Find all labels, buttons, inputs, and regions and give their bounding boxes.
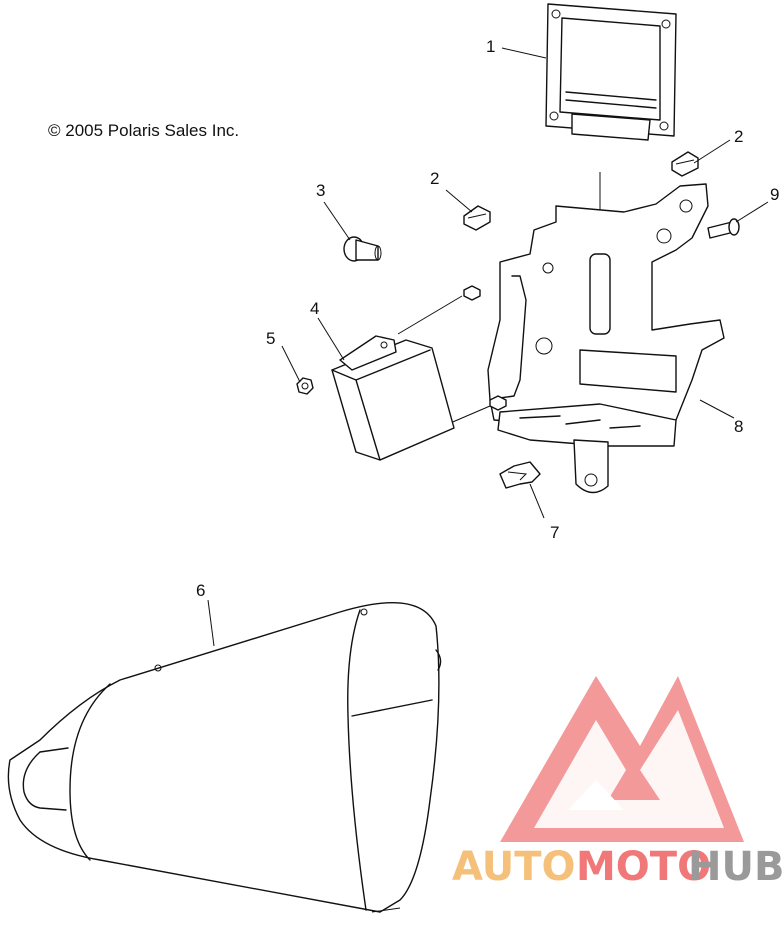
copyright-text: © 2005 Polaris Sales Inc. [48, 121, 239, 140]
callout-8: 8 [734, 417, 743, 436]
part-2-clip-middle [463, 205, 491, 231]
watermark-logo [500, 676, 744, 842]
part-3-push-rivet [343, 236, 382, 262]
watermark-hub: HUB [688, 844, 783, 890]
callout-6: 6 [196, 581, 205, 600]
callout-7: 7 [550, 523, 559, 542]
callout-5: 5 [266, 329, 275, 348]
part-6-cover [7, 602, 442, 913]
callout-9: 9 [770, 185, 779, 204]
leader-lines [207, 47, 769, 647]
part-2-clip-right [671, 151, 699, 177]
part-4-relay-box [331, 335, 455, 461]
part-7-clip [499, 461, 541, 489]
watermark-text: AUTO MOTO HUB [452, 844, 783, 890]
callout-2-middle: 2 [430, 169, 439, 188]
callout-2-right: 2 [734, 127, 743, 146]
part-5-nut [296, 377, 314, 395]
part-8-bracket [397, 183, 725, 494]
callout-3: 3 [316, 181, 325, 200]
callout-1: 1 [486, 37, 495, 56]
part-1-control-module [545, 3, 677, 255]
callout-labels: 1 2 2 3 4 5 6 7 8 9 [196, 37, 779, 600]
watermark-auto: AUTO [452, 844, 576, 890]
part-9-screw [707, 218, 740, 239]
callout-4: 4 [310, 299, 319, 318]
watermark-moto: MOTO [576, 844, 711, 890]
